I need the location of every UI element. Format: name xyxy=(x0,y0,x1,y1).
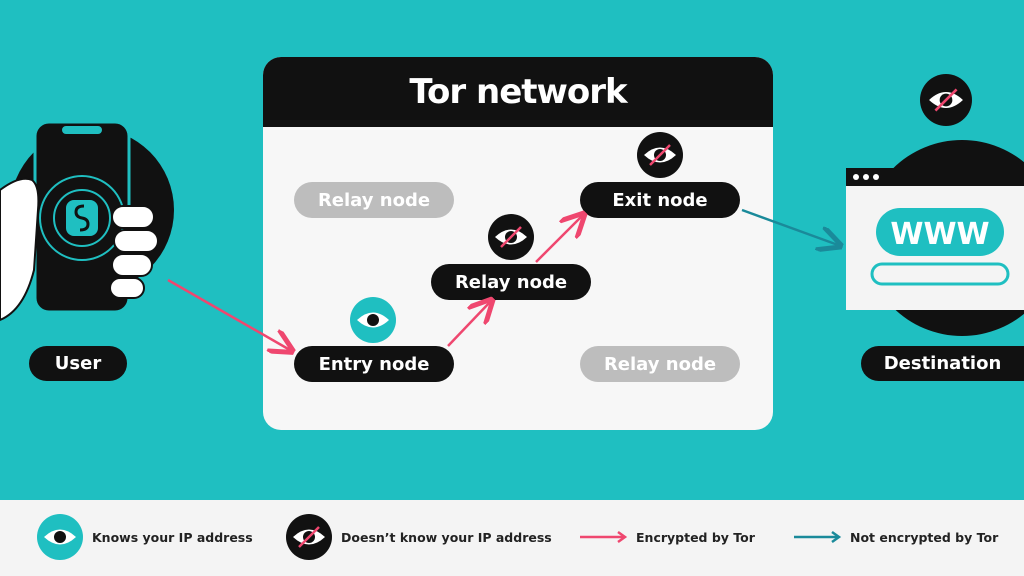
legend-not-encrypted: Not encrypted by Tor xyxy=(850,530,999,545)
phone-in-hand-icon xyxy=(0,120,174,322)
eye-crossed-icon xyxy=(920,74,972,126)
legend-doesnt-know-ip: Doesn’t know your IP address xyxy=(341,530,552,545)
arrow-red-icon xyxy=(580,530,628,544)
legend-knows-ip: Knows your IP address xyxy=(92,530,253,545)
user-illustration xyxy=(0,110,180,330)
eye-crossed-icon xyxy=(286,514,332,560)
relay-node-bottom-right: Relay node xyxy=(580,346,740,382)
destination-illustration xyxy=(840,138,1024,338)
eye-crossed-icon xyxy=(637,132,683,178)
entry-node: Entry node xyxy=(294,346,454,382)
arrow-teal-icon xyxy=(794,530,842,544)
eye-crossed-icon xyxy=(488,214,534,260)
relay-node-top-left: Relay node xyxy=(294,182,454,218)
legend-encrypted: Encrypted by Tor xyxy=(636,530,755,545)
destination-label: Destination xyxy=(861,346,1024,381)
eye-icon xyxy=(350,297,396,343)
relay-node-middle: Relay node xyxy=(431,264,591,300)
tor-network-title: Tor network xyxy=(263,57,773,127)
exit-node: Exit node xyxy=(580,182,740,218)
legend: Knows your IP address Doesn’t know your … xyxy=(0,500,1024,576)
user-label: User xyxy=(29,346,127,381)
browser-www-text: WWW xyxy=(890,217,990,252)
eye-icon xyxy=(37,514,83,560)
browser-window-icon xyxy=(846,140,1024,336)
